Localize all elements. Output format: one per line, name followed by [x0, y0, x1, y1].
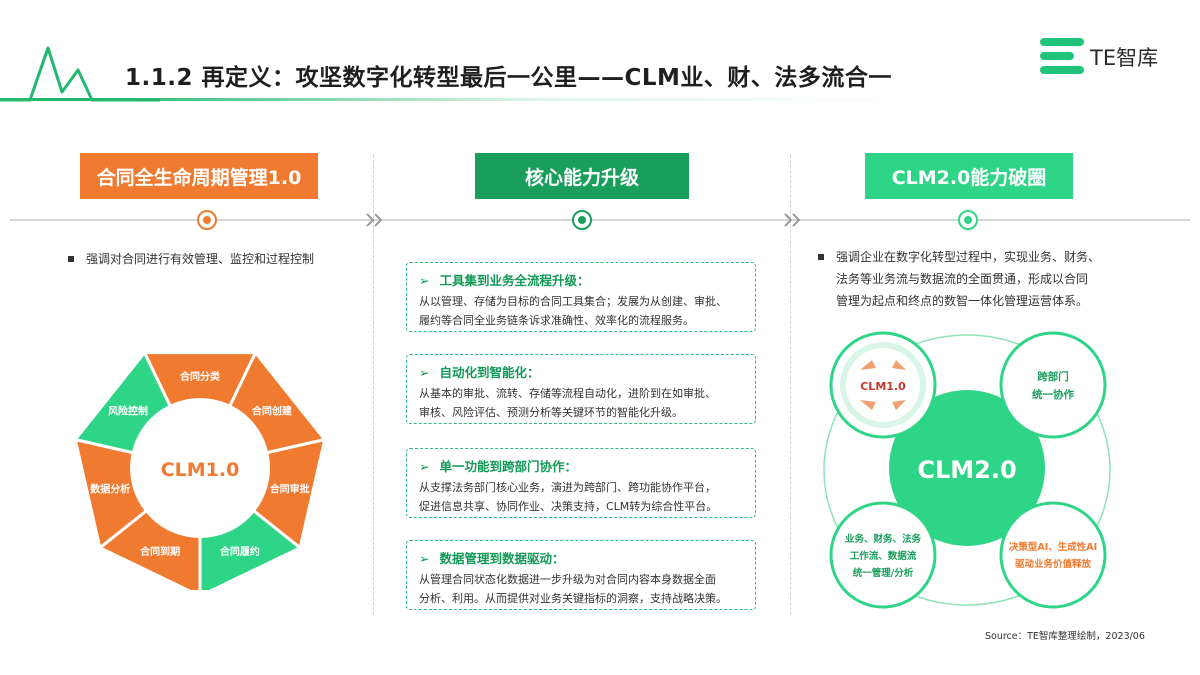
satellite-ai — [999, 501, 1107, 609]
arrow-icon: ➢ — [419, 365, 430, 380]
satellite-label: 跨部门 — [1037, 370, 1069, 383]
arrow-icon: ➢ — [419, 551, 430, 566]
left-column-header: 合同全生命周期管理1.0 — [80, 153, 318, 199]
timeline-node-left — [197, 210, 217, 230]
capability-line: 从以管理、存储为目标的合同工具集合；发展为从创建、审批、 — [419, 295, 727, 308]
source-note: Source：TE智库整理绘制，2023/06 — [985, 631, 1145, 642]
satellite-label: 工作流、数据流 — [850, 550, 917, 562]
capability-line: 促进信息共享、协同作业、决策支持，CLM转为综合性平台。 — [419, 500, 718, 513]
clm2-core-circle — [889, 390, 1045, 546]
middle-column-header: 核心能力升级 — [475, 153, 689, 199]
satellite-cross-dept — [999, 331, 1107, 439]
cycle-arrows-icon — [860, 360, 906, 410]
te-logo-icon — [1040, 38, 1084, 74]
wheel-segment-label: 合同审批 — [269, 482, 310, 495]
clm2-center-label: CLM2.0 — [917, 456, 1016, 484]
bullet-square-icon — [68, 255, 74, 262]
capability-line: 从支撑法务部门核心业务，演进为跨部门、跨功能协作平台， — [419, 481, 716, 494]
capability-title: 自动化到智能化： — [439, 365, 540, 380]
capability-title: 数据管理到数据驱动： — [439, 551, 565, 566]
satellite-workflow — [829, 501, 937, 609]
satellite-clm1-label: CLM1.0 — [860, 380, 906, 393]
header-underline — [0, 98, 900, 101]
capability-line: 分析、利用。从而提供对业务关键指标的洞察，支持战略决策。 — [419, 592, 727, 605]
capability-title: 工具集到业务全流程升级： — [439, 273, 590, 288]
page-title: 1.1.2 再定义：攻坚数字化转型最后一公里——CLM业、财、法多流合一 — [125, 65, 892, 91]
capability-box-1: ➢ 工具集到业务全流程升级： 从以管理、存储为目标的合同工具集合；发展为从创建、审… — [406, 262, 756, 332]
column-divider — [373, 155, 374, 615]
capability-line: 从基本的审批、流转、存储等流程自动化，进阶到在如审批、 — [419, 387, 716, 400]
capability-box-3: ➢ 单一功能到跨部门协作： 从支撑法务部门核心业务，演进为跨部门、跨功能协作平台，… — [406, 448, 756, 518]
right-bullet: 强调企业在数字化转型过程中，实现业务、财务、 法务等业务流与数据流的全面贯通，形… — [818, 246, 1100, 312]
satellite-label: 驱动业务价值释放 — [1015, 558, 1092, 570]
timeline — [10, 210, 1190, 230]
timeline-chevron-icon — [366, 213, 801, 227]
wheel-segment-label: 合同到期 — [139, 545, 180, 558]
timeline-node-middle — [572, 210, 592, 230]
bullet-square-icon — [818, 253, 824, 260]
capability-box-4: ➢ 数据管理到数据驱动： 从管理合同状态化数据进一步升级为对合同内容本身数据全面分… — [406, 540, 756, 610]
timeline-node-right — [958, 210, 978, 230]
arrow-icon: ➢ — [419, 459, 430, 474]
left-bullet-text: 强调对合同进行有效管理、监控和过程控制 — [86, 252, 315, 266]
satellite-label: 统一管理/分析 — [853, 567, 914, 579]
arrow-icon: ➢ — [419, 273, 430, 288]
left-bullet: 强调对合同进行有效管理、监控和过程控制 — [68, 248, 314, 270]
clm2-diagram: CLM2.0 CLM1.0 跨部门 统一协作 业务、财务、法务 工作流、数据流 … — [823, 331, 1111, 609]
right-bullet-line: 法务等业务流与数据流的全面贯通，形成以合同 — [836, 272, 1089, 286]
satellite-label: 决策型AI、生成性AI — [1009, 541, 1097, 553]
brand-name: TE智库 — [1090, 46, 1159, 70]
wheel-segment-label: 风险控制 — [108, 405, 148, 418]
capability-box-2: ➢ 自动化到智能化： 从基本的审批、流转、存储等流程自动化，进阶到在如审批、审核、… — [406, 354, 756, 424]
satellite-label: 业务、财务、法务 — [845, 533, 922, 545]
capability-line: 履约等合同全业务链条诉求准确性、效率化的流程服务。 — [419, 314, 694, 327]
wheel-segment-label: 合同履约 — [219, 545, 260, 558]
column-divider — [790, 155, 791, 615]
right-bullet-line: 管理为起点和终点的数智一体化管理运营体系。 — [836, 294, 1089, 308]
brand-logo — [1040, 38, 1086, 78]
capability-line: 审核、风险评估、预测分析等关键环节的智能化升级。 — [419, 406, 683, 419]
wheel-segment-label: 数据分析 — [90, 482, 130, 495]
right-bullet-line: 强调企业在数字化转型过程中，实现业务、财务、 — [836, 250, 1101, 264]
wheel-segment-label: 合同分类 — [179, 370, 220, 383]
right-column-header: CLM2.0能力破圈 — [865, 153, 1073, 199]
capability-title: 单一功能到跨部门协作： — [439, 459, 577, 474]
satellite-label: 统一协作 — [1032, 388, 1074, 401]
capability-line: 从管理合同状态化数据进一步升级为对合同内容本身数据全面 — [419, 573, 716, 586]
clm1-center-label: CLM1.0 — [161, 459, 240, 481]
wheel-segment-label: 合同创建 — [251, 405, 293, 418]
